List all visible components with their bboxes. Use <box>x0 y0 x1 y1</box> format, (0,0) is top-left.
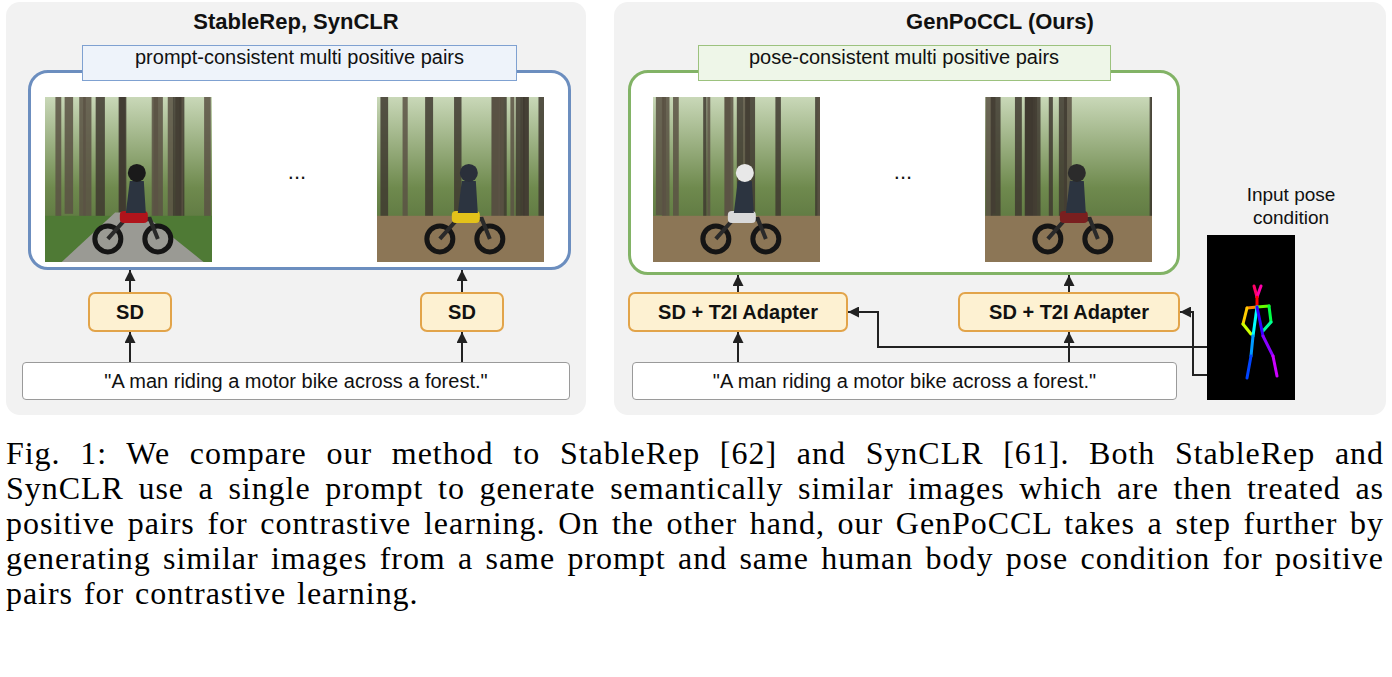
panel-title: StableRep, SynCLR <box>6 9 586 35</box>
panel-ground <box>614 2 1386 415</box>
frame-ground <box>630 72 1178 273</box>
generator-box: SD <box>88 292 172 332</box>
generated-photo <box>45 97 212 262</box>
frame-tab-label: pose-consistent multi positive pairs <box>698 45 1111 81</box>
flow-arrow <box>461 332 463 362</box>
generator-box: SD + T2I Adapter <box>958 292 1180 332</box>
flow-arrow <box>461 270 463 292</box>
generated-photo <box>377 97 544 262</box>
box-label: SD <box>448 301 476 324</box>
ellipsis-label: ... <box>894 159 912 185</box>
panel-ground <box>6 2 586 415</box>
pose-condition-image: Input pose condition <box>1207 235 1295 400</box>
figure-caption: Fig. 1: We compare our method to StableR… <box>6 436 1384 611</box>
flow-arrow <box>737 275 739 292</box>
prompt-text: "A man riding a motor bike across a fore… <box>713 370 1096 393</box>
frame-ground <box>30 72 569 268</box>
prompt-box: "A man riding a motor bike across a fore… <box>22 362 570 400</box>
figure-panel: StableRep, SynCLR prompt-consistent multi… <box>6 2 586 415</box>
panel-title: GenPoCCL (Ours) <box>614 9 1386 35</box>
flow-arrow <box>129 270 131 292</box>
prompt-box: "A man riding a motor bike across a fore… <box>632 362 1177 400</box>
box-label: SD + T2I Adapter <box>658 301 818 324</box>
generator-box: SD + T2I Adapter <box>628 292 848 332</box>
flow-arrow <box>737 332 739 362</box>
flow-arrow <box>1068 275 1070 292</box>
frame-tab-label: prompt-consistent multi positive pairs <box>82 45 517 81</box>
box-label: SD <box>116 301 144 324</box>
pose-heading: Input pose condition <box>1221 183 1361 229</box>
generator-box: SD <box>420 292 504 332</box>
generated-photo <box>985 97 1152 262</box>
flow-arrow <box>129 332 131 362</box>
ellipsis-label: ... <box>288 159 306 185</box>
prompt-text: "A man riding a motor bike across a fore… <box>104 370 487 393</box>
generated-photo <box>653 97 820 262</box>
figure-panel: GenPoCCL (Ours) pose-consistent multi pos… <box>614 2 1386 415</box>
flow-arrow <box>1180 312 1207 375</box>
box-label: SD + T2I Adapter <box>989 301 1149 324</box>
pose-skeleton <box>1207 235 1295 400</box>
